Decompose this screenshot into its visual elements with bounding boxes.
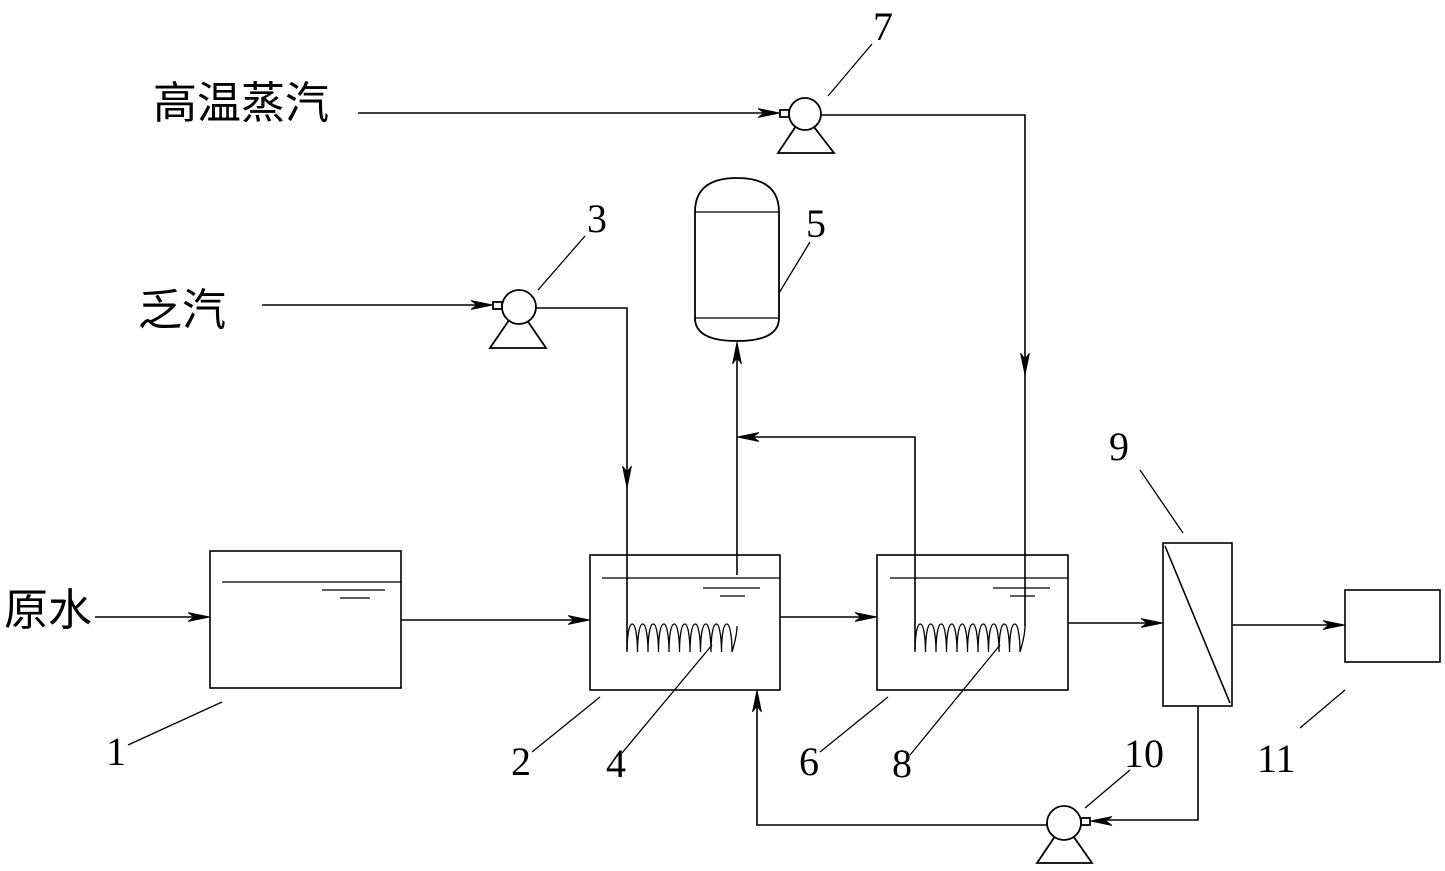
leader-line-10 (1084, 769, 1131, 809)
leader-line-4 (621, 644, 713, 754)
leader-line-8 (909, 644, 1001, 756)
arrow-to-pump-10 (1089, 816, 1113, 826)
pump-7-body (788, 97, 822, 131)
arrow-branch-left (736, 432, 760, 442)
callout-1: 1 (106, 729, 126, 774)
callout-3: 3 (587, 196, 607, 241)
callout-10: 10 (1124, 731, 1164, 776)
leader-line-6 (819, 696, 889, 753)
filter-9 (1162, 542, 1233, 707)
vessel-5 (694, 177, 780, 342)
arrow-high-temp-steam (757, 108, 781, 118)
callout-4: 4 (606, 741, 626, 786)
tank-1 (209, 550, 402, 689)
callout-6: 6 (799, 739, 819, 784)
pump-7-stand (776, 112, 836, 154)
filter-9-body (1162, 542, 1233, 707)
pipe-pump-10-return (756, 705, 1047, 826)
leader-line-3 (537, 235, 586, 291)
tank-6-body (876, 554, 1069, 691)
tank-1-water-mark (322, 589, 385, 599)
pump-3-body (501, 289, 537, 325)
leader-line-1 (127, 701, 223, 746)
pipe-pump-3-outlet (535, 307, 628, 650)
arrow-pump-7-down (1020, 352, 1030, 376)
vessel-5-shell (694, 177, 780, 342)
stream-label-exhaust-steam: 乏汽 (138, 285, 226, 336)
callout-2: 2 (511, 739, 531, 784)
tank-6 (876, 554, 1069, 691)
coil-4 (626, 623, 738, 653)
callout-9: 9 (1109, 424, 1129, 469)
unit-11 (1344, 589, 1441, 663)
pump-3-nozzle (492, 301, 503, 310)
pump-3 (488, 289, 548, 349)
pump-10-stand (1035, 821, 1094, 864)
tank-6-water-mark (993, 587, 1050, 597)
pump-10 (1035, 805, 1094, 864)
pump-7 (776, 97, 836, 154)
arrow-tank-6-to-filter-9 (1140, 618, 1164, 628)
coil-8 (914, 623, 1026, 653)
arrow-to-vessel-5 (732, 341, 742, 365)
arrow-tank-2-to-tank-6 (854, 612, 878, 622)
callout-7: 7 (873, 4, 893, 49)
tank-2-water-mark (703, 587, 760, 597)
leader-line-7 (827, 43, 873, 97)
arrow-pump-3-down (622, 465, 632, 489)
pump-7-nozzle (779, 109, 790, 118)
tank-2-body (589, 554, 781, 691)
pump-3-stand (488, 305, 548, 349)
pump-10-nozzle (1080, 817, 1091, 826)
arrow-pump-10-return-up (752, 689, 762, 713)
arrow-exhaust-steam (470, 300, 494, 310)
pipe-filter-9-bottom-outlet (1105, 706, 1199, 821)
stream-label-raw-water: 原水 (4, 585, 92, 636)
leader-line-11 (1299, 689, 1346, 729)
leader-line-9 (1139, 469, 1184, 534)
arrow-filter-9-to-unit-11 (1322, 620, 1346, 630)
pipe-coil-8-branch (752, 436, 916, 650)
leader-line-5 (778, 241, 811, 294)
arrow-raw-water (187, 612, 211, 622)
arrow-tank-1-to-tank-2 (567, 615, 591, 625)
leader-line-2 (531, 696, 601, 753)
tank-1-body (209, 550, 402, 689)
callout-11: 11 (1257, 736, 1296, 781)
callout-8: 8 (892, 741, 912, 786)
pipe-pump-7-outlet (820, 114, 1026, 626)
pump-10-body (1046, 805, 1082, 841)
stream-label-high-temp-steam: 高温蒸汽 (153, 78, 329, 129)
tank-2 (589, 554, 781, 691)
filter-9-membrane (1164, 545, 1231, 704)
callout-5: 5 (806, 201, 826, 246)
